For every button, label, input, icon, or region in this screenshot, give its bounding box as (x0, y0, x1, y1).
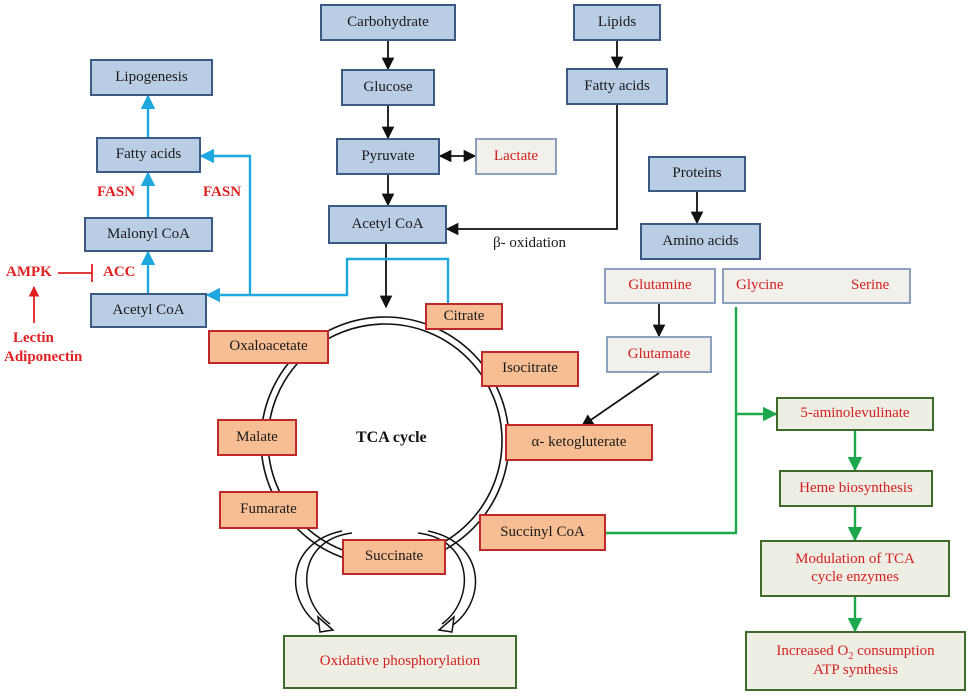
fasn-label-2: FASN (203, 184, 242, 200)
fatty-acids-right-box: Fatty acids (566, 68, 668, 105)
lactate-label: Lactate (493, 147, 539, 164)
heme-biosynthesis-box: Heme biosynthesis (779, 470, 933, 507)
pyruvate-label: Pyruvate (361, 147, 415, 164)
adiponectin-label: Adiponectin (4, 349, 83, 365)
malate-box: Malate (217, 419, 297, 456)
fatty-acids-left-box: Fatty acids (96, 137, 201, 173)
modulation-box: Modulation of TCA cycle enzymes (760, 540, 950, 597)
lactate-box: Lactate (475, 138, 557, 175)
acetyl-coa-left-label: Acetyl CoA (112, 301, 185, 318)
acetyl-coa-center-label: Acetyl CoA (351, 215, 424, 232)
alpha-ketoglutarate-label: α- ketogluterate (531, 433, 627, 450)
fatty-acids-right-label: Fatty acids (584, 77, 650, 94)
proteins-box: Proteins (648, 156, 746, 192)
heme-biosynthesis-label: Heme biosynthesis (799, 479, 913, 496)
o2-consumption-label: Increased O2 consumption (776, 643, 934, 663)
glucose-box: Glucose (341, 69, 435, 106)
o2-suffix: consumption (853, 642, 935, 659)
isocitrate-label: Isocitrate (502, 360, 558, 377)
glycine-serine-box: Glycine Serine (722, 268, 911, 304)
succinyl-coa-label: Succinyl CoA (500, 523, 585, 540)
malonyl-coa-box: Malonyl CoA (84, 217, 213, 252)
alpha-ketoglutarate-box: α- ketogluterate (505, 424, 653, 461)
glucose-label: Glucose (363, 78, 413, 95)
lipids-box: Lipids (573, 4, 661, 41)
modulation-label-line2: cycle enzymes (811, 568, 899, 585)
oxaloacetate-label: Oxaloacetate (229, 338, 308, 355)
o2-consumption-box: Increased O2 consumption ATP synthesis (745, 631, 966, 691)
proteins-label: Proteins (672, 165, 722, 182)
lipids-label: Lipids (597, 13, 637, 30)
acetyl-coa-left-box: Acetyl CoA (90, 293, 207, 328)
succinate-box: Succinate (342, 539, 446, 575)
oxphos-curved-arrows (294, 530, 477, 633)
citrate-box: Citrate (425, 303, 503, 330)
glutamine-box: Glutamine (604, 268, 716, 304)
lipogenesis-box: Lipogenesis (90, 59, 213, 96)
oxidative-phosphorylation-label: Oxidative phosphorylation (319, 653, 481, 670)
succinyl-coa-box: Succinyl CoA (479, 514, 606, 551)
carbohydrate-box: Carbohydrate (320, 4, 456, 41)
lipogenesis-label: Lipogenesis (115, 68, 188, 85)
o2-prefix: Increased O (776, 642, 849, 659)
beta-oxidation-label: β- oxidation (493, 235, 567, 251)
isocitrate-box: Isocitrate (481, 351, 579, 387)
aminolevulinate-label: 5-aminolevulinate (800, 405, 910, 422)
heme-arrows (606, 307, 863, 633)
glutamate-box: Glutamate (606, 336, 712, 373)
acc-label: ACC (103, 264, 136, 280)
o2-subscript: 2 (848, 650, 854, 662)
fatty-acids-left-label: Fatty acids (115, 146, 182, 163)
carbohydrate-label: Carbohydrate (347, 13, 429, 30)
glutamate-label: Glutamate (627, 345, 691, 362)
oxaloacetate-box: Oxaloacetate (208, 330, 329, 364)
oxidative-phosphorylation-box: Oxidative phosphorylation (283, 635, 517, 689)
pyruvate-box: Pyruvate (336, 138, 440, 175)
citrate-label: Citrate (443, 307, 485, 324)
modulation-label-line1: Modulation of TCA (795, 551, 915, 568)
fasn-label-1: FASN (97, 184, 136, 200)
ampk-label: AMPK (6, 264, 52, 280)
tca-cycle-label: TCA cycle (356, 429, 427, 446)
malate-label: Malate (236, 428, 278, 445)
amino-acids-label: Amino acids (662, 232, 739, 249)
malonyl-coa-label: Malonyl CoA (107, 225, 190, 242)
lectin-label: Lectin (13, 330, 54, 346)
black-arrows (379, 41, 704, 427)
atp-synthesis-label: ATP synthesis (813, 662, 898, 679)
lipogenesis-arrows (140, 94, 450, 306)
glycine-label: Glycine (736, 277, 784, 294)
fumarate-box: Fumarate (219, 491, 318, 529)
acetyl-coa-center-box: Acetyl CoA (328, 205, 447, 244)
serine-label: Serine (851, 277, 890, 294)
aminolevulinate-box: 5-aminolevulinate (776, 397, 934, 431)
succinate-label: Succinate (364, 548, 424, 565)
glutamine-label: Glutamine (628, 277, 692, 294)
amino-acids-box: Amino acids (640, 223, 761, 260)
fumarate-label: Fumarate (240, 501, 297, 518)
